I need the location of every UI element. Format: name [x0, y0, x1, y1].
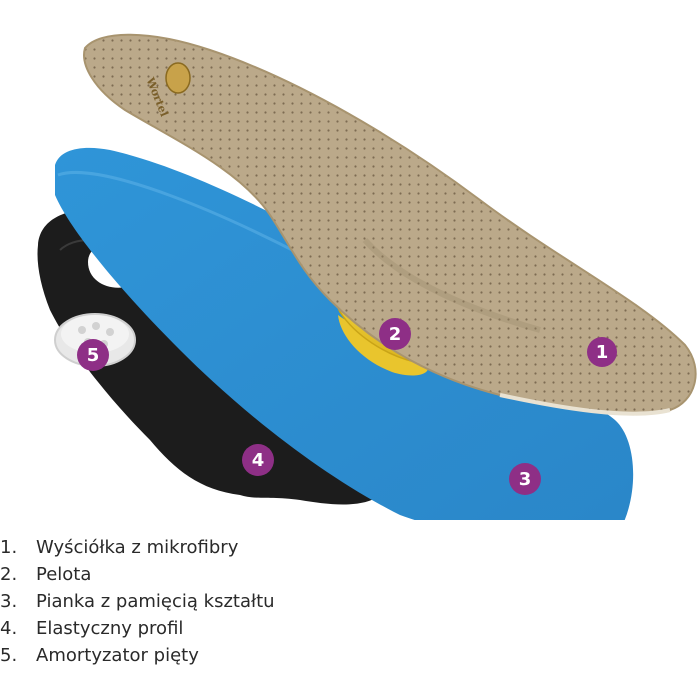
- legend-item: 4. Elastyczny profil: [0, 615, 700, 642]
- legend-number: 5.: [0, 645, 18, 666]
- legend-number: 2.: [0, 564, 18, 585]
- legend-number: 4.: [0, 618, 18, 639]
- badge-3: 3: [509, 463, 541, 495]
- badge-5: 5: [77, 339, 109, 371]
- insole-layers-illustration: Wortel 1 2 3 4 5: [37, 33, 697, 520]
- legend-label: Elastyczny profil: [36, 618, 184, 639]
- badge-5-label: 5: [87, 345, 100, 366]
- microfiber-layer: Wortel: [83, 33, 697, 416]
- badge-3-label: 3: [519, 469, 532, 490]
- legend-label: Pianka z pamięcią kształtu: [36, 591, 275, 612]
- legend-item: 1. Wyściółka z mikrofibry: [0, 534, 700, 561]
- legend-item: 3. Pianka z pamięcią kształtu: [0, 588, 700, 615]
- legend-item: 2. Pelota: [0, 561, 700, 588]
- badge-4: 4: [242, 444, 274, 476]
- badge-4-label: 4: [252, 450, 265, 471]
- legend-number: 1.: [0, 537, 18, 558]
- badge-1-label: 1: [596, 342, 609, 363]
- component-legend: 1. Wyściółka z mikrofibry 2. Pelota 3. P…: [0, 534, 700, 669]
- legend-item: 5. Amortyzator pięty: [0, 642, 700, 669]
- badge-1: 1: [587, 337, 617, 367]
- legend-number: 3.: [0, 591, 18, 612]
- legend-label: Pelota: [36, 564, 92, 585]
- badge-2: 2: [379, 318, 411, 350]
- legend-label: Amortyzator pięty: [36, 645, 199, 666]
- legend-label: Wyściółka z mikrofibry: [36, 537, 239, 558]
- badge-2-label: 2: [389, 324, 402, 345]
